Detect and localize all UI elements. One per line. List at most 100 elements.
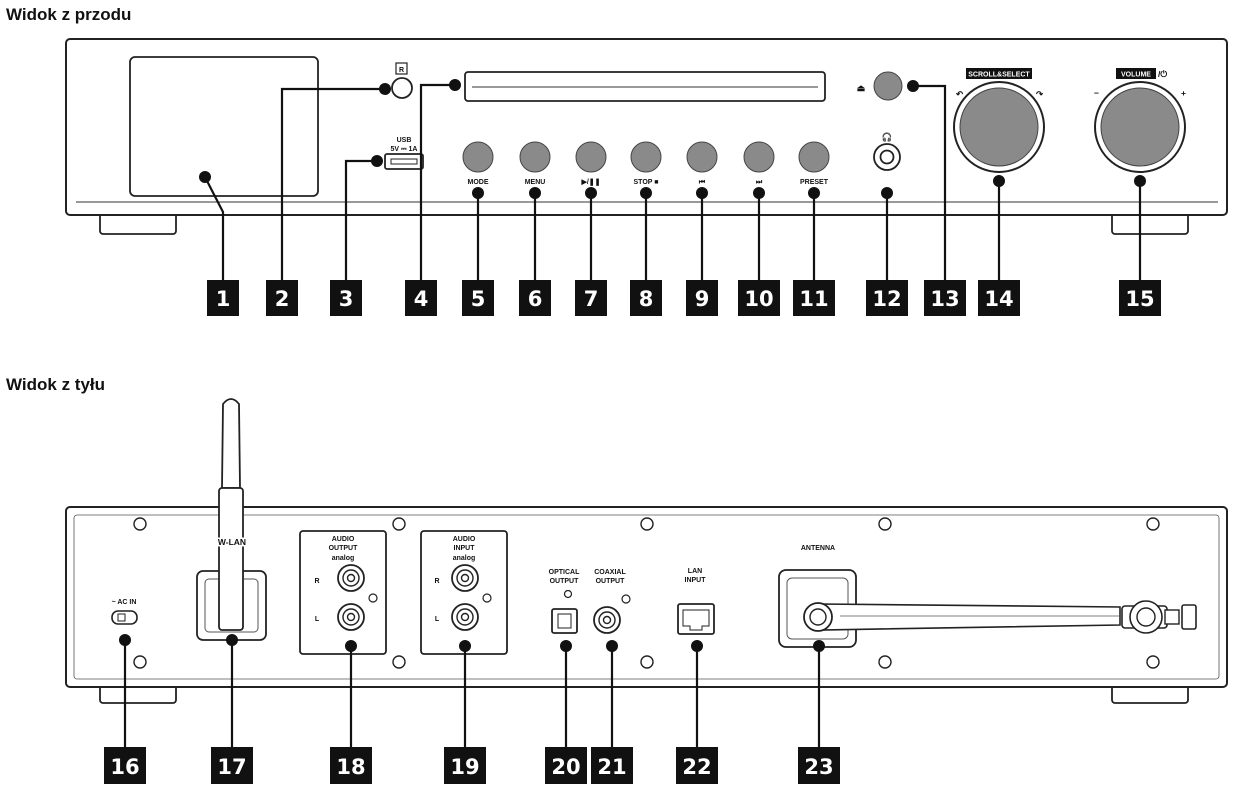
play-pause-label: ▶/❚❚ — [580, 178, 600, 186]
ac-in-label: ~ AC IN — [112, 599, 137, 606]
svg-text:4: 4 — [414, 287, 429, 311]
front-callout-lines — [199, 79, 1146, 280]
svg-text:21: 21 — [597, 755, 626, 779]
callout-5: 5 — [462, 280, 494, 316]
stop-label: STOP ■ — [634, 179, 659, 186]
mode-label: MODE — [468, 179, 489, 186]
callout-21: 21 — [591, 747, 633, 784]
scroll-select-label: SCROLL&SELECT — [968, 72, 1030, 79]
back-callout-tags: 16 17 18 19 20 21 22 23 — [104, 747, 840, 784]
coaxial-label-1: COAXIAL — [594, 569, 626, 576]
svg-text:5: 5 — [471, 287, 486, 311]
callout-14: 14 — [978, 280, 1020, 316]
audio-output-label-2: OUTPUT — [329, 545, 359, 552]
callout-18: 18 — [330, 747, 372, 784]
svg-text:16: 16 — [110, 755, 139, 779]
callout-20: 20 — [545, 747, 587, 784]
svg-text:2: 2 — [275, 287, 290, 311]
callout-10: 10 — [738, 280, 780, 316]
prev-button — [686, 141, 718, 173]
svg-text:↶: ↶ — [955, 89, 964, 99]
audio-output-box — [299, 530, 387, 655]
callout-6: 6 — [519, 280, 551, 316]
coaxial-label-2: OUTPUT — [596, 578, 626, 585]
callout-4: 4 — [405, 280, 437, 316]
callout-1: 1 — [207, 280, 239, 316]
front-callout-tags: 1 2 3 4 5 6 7 8 9 10 11 12 13 14 15 — [207, 280, 1161, 316]
audio-output-label-1: AUDIO — [332, 536, 355, 543]
optical-output-port — [551, 608, 578, 634]
audio-input-l-label: L — [435, 616, 440, 623]
svg-text:7: 7 — [584, 287, 599, 311]
wlan-label: W-LAN — [218, 537, 246, 547]
svg-text:13: 13 — [930, 287, 959, 311]
optical-label-1: OPTICAL — [549, 569, 580, 576]
optical-label-2: OUTPUT — [550, 578, 580, 585]
audio-output-l-label: L — [315, 616, 320, 623]
svg-text:1: 1 — [216, 287, 231, 311]
wlan-antenna — [221, 398, 241, 489]
lan-label-2: INPUT — [685, 577, 707, 584]
front-view-heading: Widok z przodu — [6, 5, 132, 24]
svg-text:14: 14 — [984, 287, 1013, 311]
callout-12: 12 — [866, 280, 908, 316]
volume-power-icon: /⏻ — [1158, 69, 1168, 79]
volume-minus-label: − — [1094, 88, 1099, 98]
menu-button — [519, 141, 551, 173]
eject-button — [873, 71, 903, 101]
mode-button — [462, 141, 494, 173]
svg-text:12: 12 — [872, 287, 901, 311]
menu-label: MENU — [525, 179, 546, 186]
callout-17: 17 — [211, 747, 253, 784]
usb-port — [384, 153, 424, 170]
usb-title-label: USB — [397, 137, 412, 144]
play-pause-button — [575, 141, 607, 173]
remote-sensor-label: R — [399, 67, 404, 74]
back-callout-lines — [119, 634, 825, 747]
audio-input-label-1: AUDIO — [453, 536, 476, 543]
front-panel: R USB 5V ⎓ 1A ⏏ MODE MENU ▶/❚❚ STOP ■ ⏮ … — [65, 38, 1228, 235]
analog-output-label: analog — [332, 555, 355, 562]
callout-7: 7 — [575, 280, 607, 316]
volume-badge — [1116, 68, 1156, 79]
svg-text:19: 19 — [450, 755, 479, 779]
headphones-icon: 🎧 — [882, 132, 893, 142]
callout-22: 22 — [676, 747, 718, 784]
svg-text:17: 17 — [217, 755, 246, 779]
preset-label: PRESET — [800, 179, 829, 186]
scroll-select-badge — [966, 68, 1032, 79]
svg-text:9: 9 — [695, 287, 710, 311]
next-label: ⏭ — [756, 179, 763, 186]
audio-output-r-label: R — [314, 578, 319, 585]
callout-13: 13 — [924, 280, 966, 316]
preset-button — [798, 141, 830, 173]
svg-text:20: 20 — [551, 755, 580, 779]
fm-antenna-rod — [819, 603, 1121, 631]
stop-button — [630, 141, 662, 173]
next-button — [743, 141, 775, 173]
callout-19: 19 — [444, 747, 486, 784]
callout-2: 2 — [266, 280, 298, 316]
callout-3: 3 — [330, 280, 362, 316]
svg-text:6: 6 — [528, 287, 543, 311]
svg-text:11: 11 — [799, 287, 828, 311]
back-view-heading: Widok z tyłu — [6, 375, 106, 394]
callout-15: 15 — [1119, 280, 1161, 316]
svg-text:↷: ↷ — [1036, 89, 1044, 99]
lan-label-1: LAN — [688, 568, 702, 575]
svg-text:23: 23 — [804, 755, 833, 779]
svg-text:18: 18 — [336, 755, 365, 779]
eject-icon: ⏏ — [857, 83, 866, 93]
callout-16: 16 — [104, 747, 146, 784]
volume-label: VOLUME — [1121, 72, 1151, 79]
antenna-label: ANTENNA — [801, 545, 835, 552]
usb-rating-label: 5V ⎓ 1A — [391, 146, 418, 153]
svg-text:3: 3 — [339, 287, 354, 311]
ir-sensor — [391, 77, 413, 99]
callout-11: 11 — [793, 280, 835, 316]
svg-text:8: 8 — [639, 287, 654, 311]
prev-label: ⏮ — [699, 179, 706, 186]
analog-input-label: analog — [453, 555, 476, 562]
audio-input-r-label: R — [434, 578, 439, 585]
